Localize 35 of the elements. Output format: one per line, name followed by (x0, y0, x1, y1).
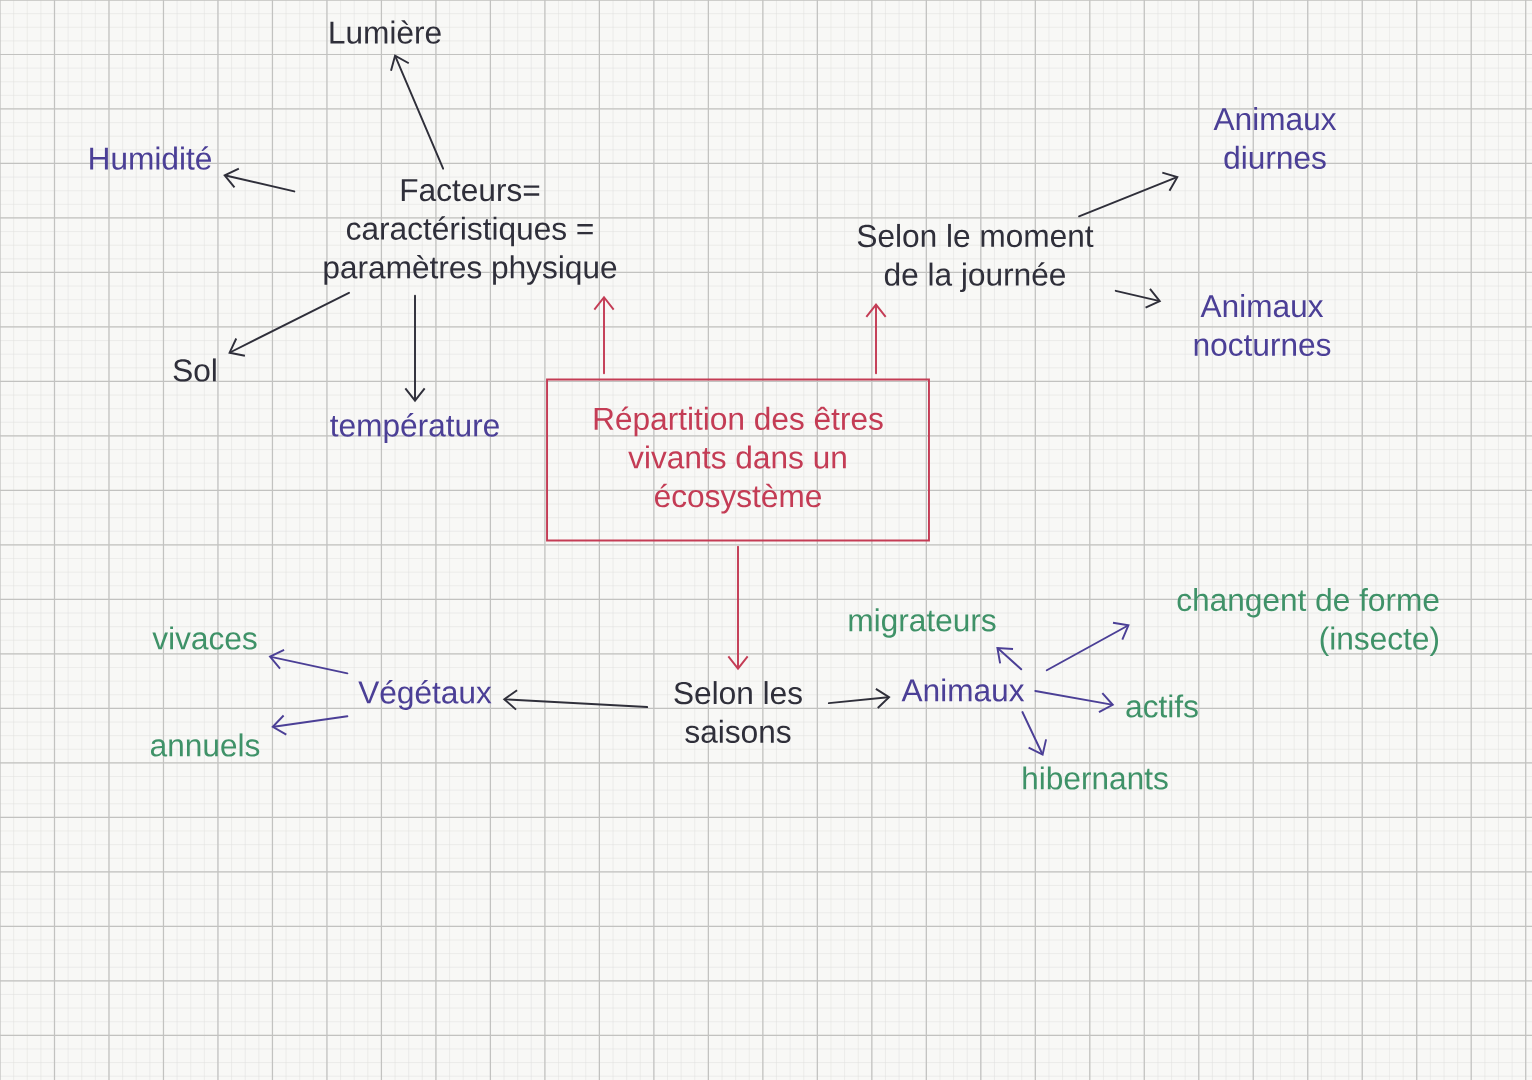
concept-label: changent de forme (insecte) (1177, 587, 1439, 657)
concept-label: Animaux nocturnes (1194, 294, 1331, 356)
topic-box: Répartition des êtres vivants dans un écosystème (546, 378, 930, 542)
arrow (223, 167, 296, 193)
concept-label: Selon les saisons (674, 681, 802, 743)
arrow (996, 646, 1023, 671)
arrow (404, 294, 426, 403)
arrow (1078, 171, 1179, 218)
arrow (390, 54, 445, 170)
concept-label: annuels (150, 733, 260, 757)
concept-label: hibernants (1023, 766, 1168, 790)
arrow (1114, 287, 1162, 309)
arrow (1045, 621, 1130, 672)
concept-label: Humidité (90, 146, 211, 170)
concept-label: Facteurs= caractéristiques = paramètres physique (324, 179, 617, 285)
arrow (1021, 711, 1048, 756)
arrow (502, 689, 649, 711)
concept-label: actifs (1126, 694, 1198, 718)
concept-label: Végétaux (358, 680, 492, 710)
concept-label: température (330, 413, 499, 443)
concept-label: Animaux diurnes (1213, 107, 1337, 169)
concept-label: Lumière (330, 20, 441, 44)
arrow (271, 714, 349, 736)
arrow (593, 295, 615, 375)
arrow (268, 648, 349, 675)
concept-label: Sol (173, 358, 216, 382)
arrow (827, 687, 891, 709)
concept-label: migrateurs (849, 608, 996, 638)
concept-label: Animaux (901, 678, 1025, 702)
arrow (865, 302, 887, 375)
arrow (727, 545, 749, 671)
concept-label: vivaces (152, 626, 257, 650)
concept-label: Selon le moment de la journée (857, 223, 1094, 293)
arrow (1034, 689, 1115, 714)
arrow (228, 291, 350, 357)
